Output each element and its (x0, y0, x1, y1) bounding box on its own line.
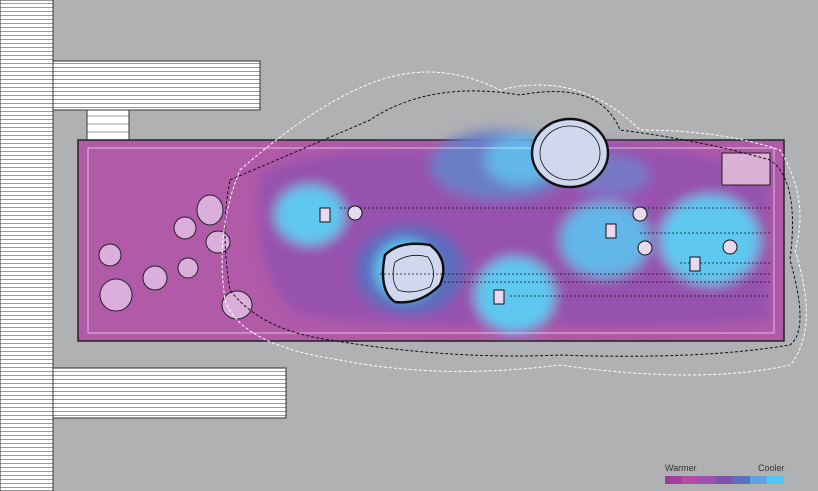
thermal-gradient (258, 130, 770, 333)
legend-swatch (665, 476, 682, 484)
equipment-box (721, 152, 771, 186)
legend-swatch (750, 476, 767, 484)
legend-swatch (767, 476, 784, 484)
legend-swatch (699, 476, 716, 484)
boundary-black-dashed (224, 90, 801, 357)
building-left (0, 0, 54, 491)
legend-swatch (716, 476, 733, 484)
cooling-island-center (381, 242, 445, 304)
diffuser-units (319, 205, 738, 305)
legend-swatch (682, 476, 699, 484)
legend-warmer-label: Warmer (665, 463, 697, 473)
cooling-island-top (530, 117, 610, 189)
legend-cooler-label: Cooler (758, 463, 785, 473)
airflow-lines (340, 207, 770, 297)
legend-color-scale (665, 476, 784, 484)
building-top-wing (52, 60, 261, 111)
legend-swatch (733, 476, 750, 484)
building-bottom-wing (52, 367, 287, 419)
seating-pebbles (98, 194, 253, 320)
boundary-white-dashed (221, 71, 807, 376)
